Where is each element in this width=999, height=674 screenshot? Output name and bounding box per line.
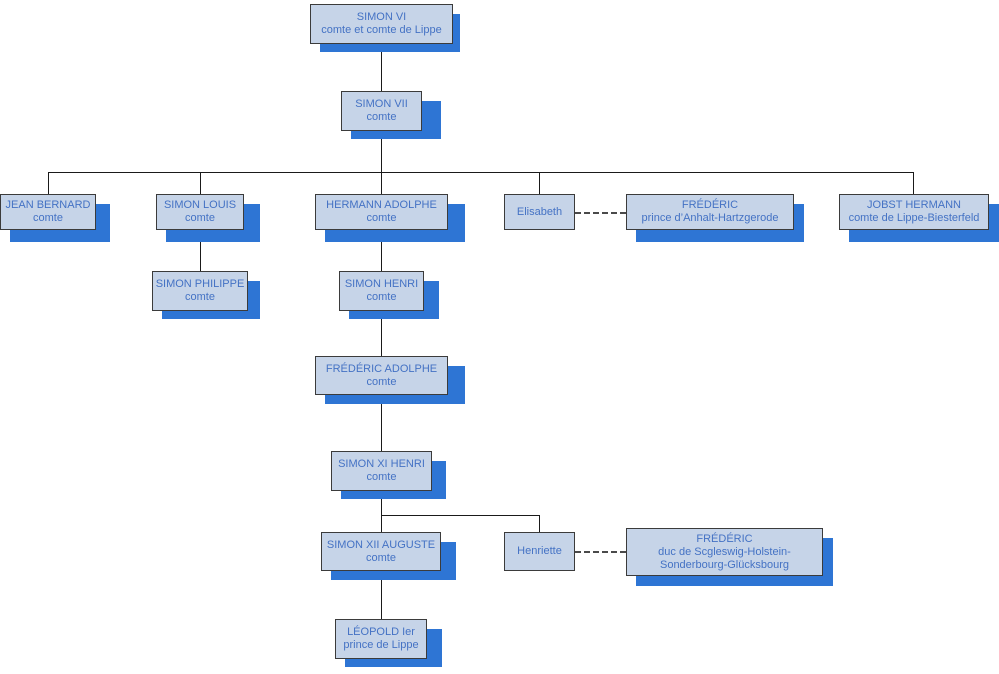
connector-frederic-adolphe-to-simon11 — [381, 395, 382, 451]
node-title: SIMON LOUIS — [163, 199, 237, 211]
connector-generation3-bus — [48, 172, 914, 173]
node-subtitle: comte — [366, 111, 397, 123]
marriage-connector-elisabeth-frederic — [575, 212, 626, 214]
connector-drop-hermann-adolphe — [381, 172, 382, 194]
node-simon-henri[interactable]: SIMON HENRI comte — [339, 271, 424, 311]
node-frederic-anhalt[interactable]: FRÉDÉRIC prince d’Anhalt-Hartzgerode — [626, 194, 794, 230]
node-simon-philippe[interactable]: SIMON PHILIPPE comte — [152, 271, 248, 311]
connector-drop-jean-bernard — [48, 172, 49, 194]
marriage-connector-henriette-frederic — [575, 551, 626, 553]
node-subtitle: duc de Scgleswig-Holstein-Sonderbourg-Gl… — [658, 545, 791, 571]
node-simon-louis[interactable]: SIMON LOUIS comte — [156, 194, 244, 230]
node-simon7[interactable]: SIMON VII comte — [341, 91, 422, 131]
connector-hermann-to-simon-henri — [381, 233, 382, 271]
connector-drop-jobst-hermann — [913, 172, 914, 194]
node-title: SIMON VII — [355, 98, 408, 110]
connector-drop-simon-louis — [200, 172, 201, 194]
node-subtitle: comte — [33, 212, 63, 224]
node-title: FRÉDÉRIC — [696, 532, 753, 545]
node-simon12[interactable]: SIMON XII AUGUSTE comte — [321, 532, 441, 571]
node-simon11[interactable]: SIMON XI HENRI comte — [331, 451, 432, 491]
node-title: Elisabeth — [516, 205, 563, 218]
node-title: SIMON XI HENRI — [338, 458, 425, 470]
node-jobst-hermann[interactable]: JOBST HERMANN comte de Lippe-Biesterfeld — [839, 194, 989, 230]
node-subtitle: comte — [366, 212, 397, 224]
node-frederic-glucksbourg[interactable]: FRÉDÉRIC duc de Scgleswig-Holstein-Sonde… — [626, 528, 823, 576]
connector-generation-bus-simon12 — [381, 515, 540, 516]
node-subtitle: comte — [366, 291, 397, 303]
node-title: LÉOPOLD Ier — [347, 626, 415, 638]
connector-simon-henri-to-frederic-adolphe — [381, 311, 382, 356]
node-simon6[interactable]: SIMON VI comte et comte de Lippe — [310, 4, 453, 44]
node-title: JOBST HERMANN — [867, 199, 961, 211]
node-subtitle: comte et comte de Lippe — [321, 24, 442, 36]
node-title: JEAN BERNARD — [5, 199, 91, 211]
node-elisabeth[interactable]: Elisabeth — [504, 194, 575, 230]
connector-drop-henriette — [539, 515, 540, 532]
node-subtitle: comte — [185, 212, 215, 224]
node-leopold[interactable]: LÉOPOLD Ier prince de Lippe — [335, 619, 427, 659]
node-title: FRÉDÉRIC — [681, 199, 739, 211]
node-title: HERMANN ADOLPHE — [326, 199, 437, 211]
connector-drop-simon12 — [381, 515, 382, 532]
node-subtitle: prince de Lippe — [343, 639, 419, 651]
node-title: SIMON PHILIPPE — [155, 278, 245, 290]
node-subtitle: prince d’Anhalt-Hartzgerode — [641, 212, 779, 224]
connector-simon6-to-simon7 — [381, 44, 382, 91]
node-title: SIMON VI — [356, 11, 407, 23]
node-henriette[interactable]: Henriette — [504, 532, 575, 571]
node-title: SIMON HENRI — [344, 278, 419, 290]
connector-simon11-down — [381, 491, 382, 515]
node-subtitle: comte de Lippe-Biesterfeld — [848, 212, 980, 224]
node-title: Henriette — [517, 545, 562, 557]
connector-simon7-down — [381, 131, 382, 172]
node-subtitle: comte — [185, 291, 215, 303]
connector-simon-louis-to-simon-philippe — [200, 233, 201, 271]
node-title: SIMON XII AUGUSTE — [326, 538, 436, 551]
node-title: FRÉDÉRIC ADOLPHE — [325, 362, 438, 375]
connector-drop-elisabeth — [539, 172, 540, 194]
connector-simon12-to-leopold — [381, 571, 382, 619]
node-hermann-adolphe[interactable]: HERMANN ADOLPHE comte — [315, 194, 448, 230]
node-frederic-adolphe[interactable]: FRÉDÉRIC ADOLPHE comte — [315, 356, 448, 395]
node-subtitle: comte — [366, 471, 397, 483]
node-subtitle: comte — [366, 551, 396, 564]
node-subtitle: comte — [366, 375, 397, 388]
node-jean-bernard[interactable]: JEAN BERNARD comte — [0, 194, 96, 230]
